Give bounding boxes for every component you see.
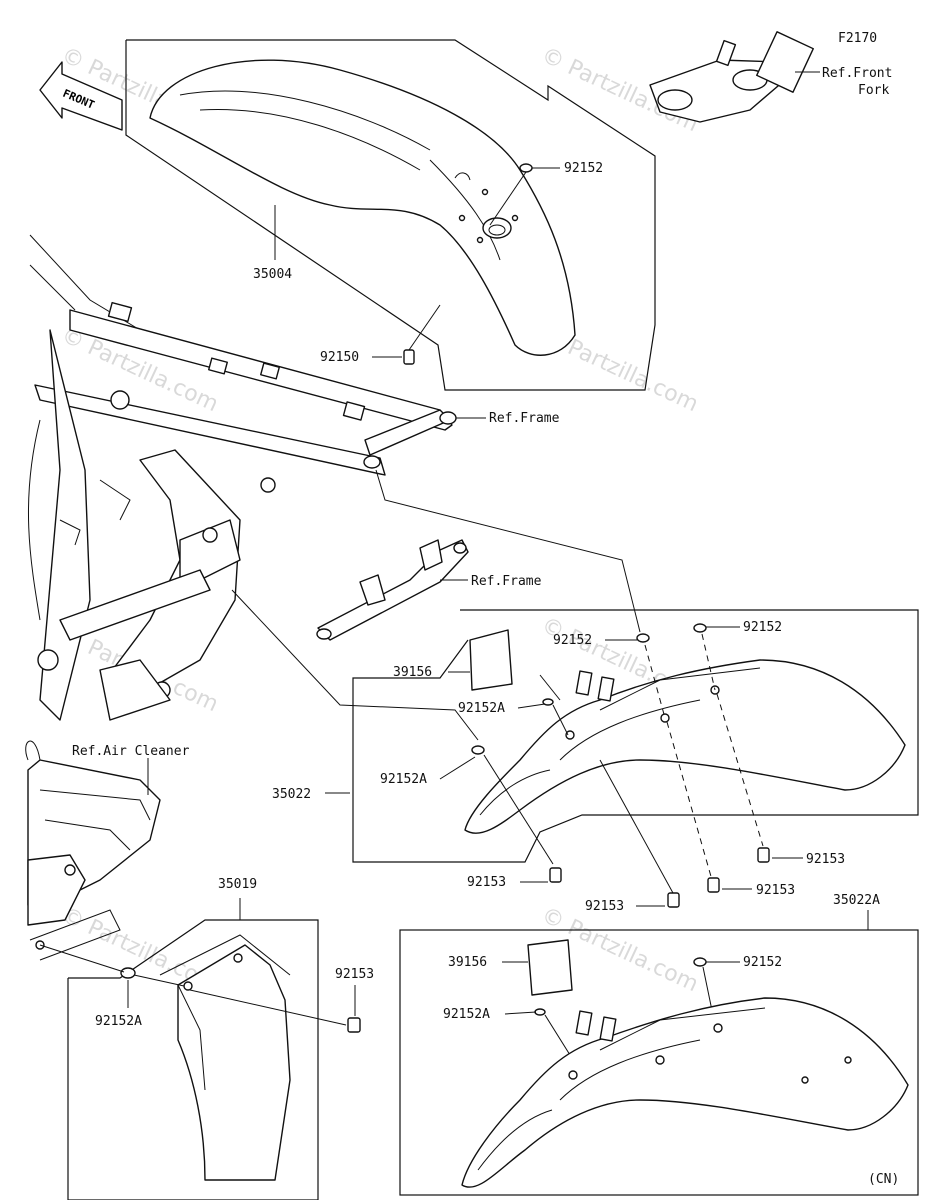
rear-fender-frame	[352, 609, 919, 863]
part-35019: 35019	[218, 877, 257, 892]
part-39156-b: 39156	[448, 955, 487, 970]
part-92153-b: 92153	[585, 899, 624, 914]
part-92152-b: 92152	[553, 633, 592, 648]
part-92150: 92150	[320, 350, 359, 365]
part-92152A-a: 92152A	[458, 701, 505, 716]
washer-92152A-d	[534, 1008, 546, 1016]
part-92152A-d: 92152A	[443, 1007, 490, 1022]
washer-92152-top	[519, 163, 533, 173]
ref-front-fork-label-2: Fork	[858, 83, 889, 98]
part-35022: 35022	[272, 787, 311, 802]
washer-92152A-a	[542, 698, 554, 706]
rear-fender-35022	[464, 659, 906, 834]
part-92152A-b: 92152A	[380, 772, 427, 787]
part-92153-e: 92153	[335, 967, 374, 982]
part-92153-c: 92153	[756, 883, 795, 898]
part-35022A: 35022A	[833, 893, 880, 908]
part-35004: 35004	[253, 267, 292, 282]
bolt-92153-e	[189, 989, 361, 1033]
bolt-92153-c	[707, 877, 720, 893]
pad-39156-b	[527, 939, 573, 996]
washer-92152A-c	[120, 967, 136, 979]
front-arrow-icon: FRONT	[39, 61, 123, 131]
front-fork-clamp	[649, 31, 820, 123]
bolt-92153-d	[757, 847, 770, 863]
washer-92152-d	[693, 957, 707, 967]
motorcycle-frame	[27, 234, 457, 721]
part-92153-d: 92153	[806, 852, 845, 867]
part-92152A-c: 92152A	[95, 1014, 142, 1029]
part-92152-top: 92152	[564, 161, 603, 176]
part-92152-d: 92152	[743, 955, 782, 970]
front-fender-35004	[149, 59, 576, 356]
front-fender-frame	[125, 39, 656, 391]
part-92152-c: 92152	[743, 620, 782, 635]
air-cleaner	[25, 740, 161, 961]
bolt-92153-b	[599, 759, 680, 908]
ref-frame-lower: Ref.Frame	[471, 574, 542, 589]
part-92153-a: 92153	[467, 875, 506, 890]
bolt-92153-a	[549, 867, 562, 883]
market-note: (CN)	[868, 1172, 899, 1187]
figure-code: F2170	[838, 31, 877, 46]
ref-air-cleaner: Ref.Air Cleaner	[72, 744, 190, 759]
mud-guard-frame	[67, 919, 319, 1200]
rear-fender-cn-frame	[399, 929, 919, 1196]
pad-39156-a	[469, 629, 513, 691]
washer-92152A-b	[471, 745, 485, 755]
ref-front-fork-label-1: Ref.Front	[822, 66, 892, 81]
part-39156-a: 39156	[393, 665, 432, 680]
bolt-92150	[403, 304, 441, 365]
ref-frame-upper: Ref.Frame	[489, 411, 560, 426]
rear-frame-bracket	[316, 539, 469, 641]
washer-92152-c	[693, 623, 707, 633]
rear-fender-35022A	[461, 997, 909, 1188]
washer-92152-b	[636, 633, 650, 643]
mud-guard-35019	[159, 934, 291, 1181]
